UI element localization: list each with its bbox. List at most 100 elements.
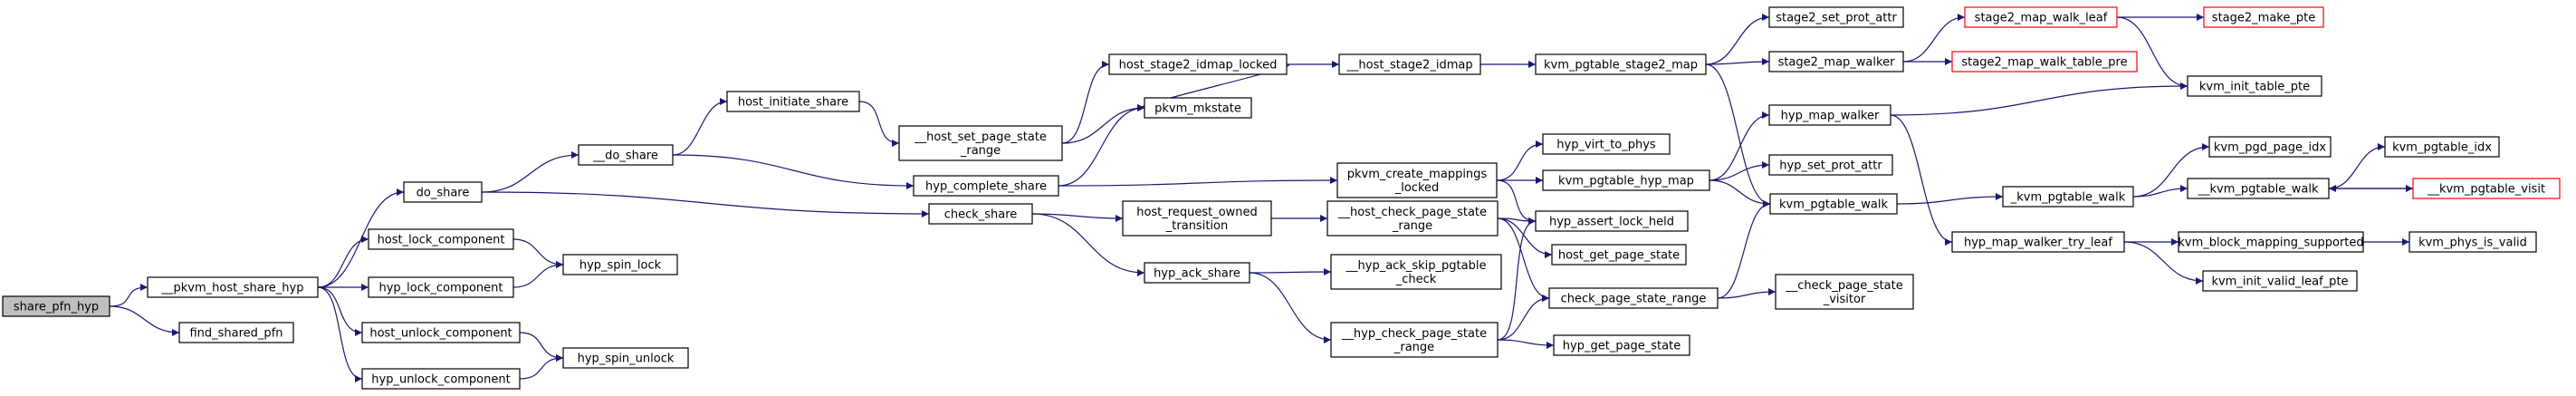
node-pkvm_create_mappings_locked[interactable]: pkvm_create_mappings_locked [1336, 162, 1498, 198]
node-label-hyp_check_page_state_range-0: __hyp_check_page_state [1341, 327, 1487, 341]
node-box-check_page_state_visitor [1775, 274, 1914, 310]
node-box-hyp_map_walker [1768, 104, 1891, 126]
node-host_stage2_idmap_locked[interactable]: host_stage2_idmap_locked [1108, 53, 1288, 75]
node-kvm_phys_is_valid[interactable]: kvm_phys_is_valid [2408, 231, 2537, 253]
node-box-kvm_block_mapping_supported [2178, 231, 2364, 253]
edge-stage2_map_walk_leaf-to-kvm_init_table_pte [2116, 16, 2188, 90]
node-kvm_pgd_page_idx[interactable]: kvm_pgd_page_idx [2208, 136, 2332, 158]
node-hyp_set_prot_attr[interactable]: hyp_set_prot_attr [1768, 154, 1893, 176]
node-hyp_complete_share[interactable]: hyp_complete_share [913, 175, 1059, 197]
node-hyp_assert_lock_held[interactable]: hyp_assert_lock_held [1535, 210, 1689, 232]
node-box-hyp_virt_to_phys [1542, 133, 1671, 155]
node-host_request_owned_transition[interactable]: host_request_owned_transition [1122, 200, 1272, 237]
node-find_shared_pfn[interactable]: find_shared_pfn [178, 322, 294, 343]
node-kvm_init_valid_leaf_pte[interactable]: kvm_init_valid_leaf_pte [2202, 270, 2358, 292]
node-hyp_spin_unlock[interactable]: hyp_spin_unlock [562, 347, 689, 369]
node-stage2_set_prot_attr[interactable]: stage2_set_prot_attr [1768, 6, 1904, 28]
node-hyp_spin_lock[interactable]: hyp_spin_lock [562, 254, 678, 275]
edge-kvm_pgtable_walk_1-to-kvm_pgd_page_idx [2132, 143, 2210, 198]
node-host_check_page_state_range[interactable]: __host_check_page_state_range [1326, 200, 1499, 237]
node-box-hyp_check_page_state_range [1330, 322, 1499, 358]
node-hyp_unlock_component[interactable]: hyp_unlock_component [361, 368, 521, 390]
node-check_share[interactable]: check_share [928, 203, 1033, 225]
node-stage2_map_walker[interactable]: stage2_map_walker [1768, 51, 1904, 72]
node-do_share[interactable]: do_share [403, 181, 483, 203]
node-kvm_pgtable_walk_2[interactable]: __kvm_pgtable_walk [2187, 178, 2330, 199]
node-box-host_initiate_share [726, 91, 860, 112]
node-box-host_unlock_component [361, 322, 521, 343]
node-hyp_lock_component[interactable]: hyp_lock_component [368, 276, 514, 298]
node-label-hyp_unlock_component-0: hyp_unlock_component [371, 373, 510, 387]
node-kvm_pgtable_walk[interactable]: kvm_pgtable_walk [1769, 193, 1898, 215]
edge-kvm_pgtable_stage2_map-to-stage2_map_walker [1705, 58, 1770, 66]
node-label-hyp_lock_component-0: hyp_lock_component [379, 282, 503, 295]
edge-check_share-to-host_request_owned_transition [1031, 213, 1124, 222]
edge-kvm_pgtable_walk-to-kvm_pgtable_walk_1 [1896, 193, 2004, 205]
node-box-stage2_make_pte [2203, 6, 2324, 28]
node-do_share_inner[interactable]: __do_share [578, 144, 674, 166]
node-host_initiate_share[interactable]: host_initiate_share [726, 91, 860, 112]
node-label-pkvm_create_mappings_locked-1: _locked [1394, 181, 1440, 195]
node-label-hyp_assert_lock_held-0: hyp_assert_lock_held [1549, 216, 1674, 229]
node-label-stage2_map_walk_leaf-0: stage2_map_walk_leaf [1975, 12, 2108, 25]
edge-hyp_map_walker-to-hyp_map_walker_try_leaf [1890, 114, 1953, 246]
node-box-kvm_pgtable_stage2_map [1535, 53, 1707, 75]
node-kvm_pgtable_hyp_map[interactable]: kvm_pgtable_hyp_map [1542, 169, 1710, 191]
node-hyp_check_page_state_range[interactable]: __hyp_check_page_state_range [1330, 322, 1499, 358]
node-check_page_state_visitor[interactable]: __check_page_state_visitor [1775, 274, 1914, 310]
node-check_page_state_range[interactable]: check_page_state_range [1548, 287, 1719, 309]
node-hyp_map_walker_try_leaf[interactable]: hyp_map_walker_try_leaf [1951, 231, 2125, 253]
node-kvm_block_mapping_supported[interactable]: kvm_block_mapping_supported [2178, 231, 2364, 253]
node-box-kvm_pgtable_walk_2 [2187, 178, 2330, 199]
edge-kvm_pgtable_stage2_map-to-kvm_pgtable_walk [1705, 63, 1771, 208]
node-stage2_map_walk_leaf[interactable]: stage2_map_walk_leaf [1964, 6, 2118, 28]
node-label-kvm_pgtable_walk_1-0: _kvm_pgtable_walk [2010, 191, 2126, 205]
node-box-kvm_pgtable_walk_1 [2002, 186, 2134, 208]
node-box-kvm_pgtable_walk [1769, 193, 1898, 215]
node-share_pfn_hyp[interactable]: share_pfn_hyp [2, 295, 110, 317]
node-label-pkvm_host_share_hyp-0: __pkvm_host_share_hyp [161, 282, 304, 295]
node-label-kvm_phys_is_valid-0: kvm_phys_is_valid [2418, 237, 2527, 250]
node-kvm_pgtable_idx[interactable]: kvm_pgtable_idx [2384, 136, 2500, 158]
node-host_lock_component[interactable]: host_lock_component [368, 228, 514, 250]
node-host_unlock_component[interactable]: host_unlock_component [361, 322, 521, 343]
edge-pkvm_create_mappings_locked-to-hyp_assert_lock_held [1496, 179, 1537, 225]
node-box-pkvm_create_mappings_locked [1336, 162, 1498, 198]
node-label-host_set_page_state_range-0: __host_set_page_state [914, 130, 1047, 144]
node-label-check_page_state_visitor-0: __check_page_state [1785, 279, 1902, 293]
node-hyp_ack_skip_pgtable_check[interactable]: __hyp_ack_skip_pgtable_check [1330, 254, 1502, 290]
node-hyp_virt_to_phys[interactable]: hyp_virt_to_phys [1542, 133, 1671, 155]
edge-pkvm_host_share_hyp-to-host_unlock_component [317, 286, 363, 336]
node-label-hyp_set_prot_attr-0: hyp_set_prot_attr [1779, 159, 1882, 173]
edge-hyp_complete_share-to-pkvm_create_mappings_locked [1058, 177, 1338, 187]
node-host_stage2_idmap[interactable]: __host_stage2_idmap [1338, 53, 1481, 75]
node-hyp_ack_share[interactable]: hyp_ack_share [1144, 262, 1250, 284]
node-label-stage2_set_prot_attr-0: stage2_set_prot_attr [1776, 12, 1897, 25]
edge-host_set_page_state_range-to-pkvm_mkstate [1061, 104, 1145, 144]
node-stage2_make_pte[interactable]: stage2_make_pte [2203, 6, 2324, 28]
node-kvm_pgtable_stage2_map[interactable]: kvm_pgtable_stage2_map [1535, 53, 1707, 75]
node-host_get_page_state[interactable]: host_get_page_state [1551, 244, 1687, 266]
node-host_set_page_state_range[interactable]: __host_set_page_state_range [898, 125, 1063, 161]
node-kvm_pgtable_visit[interactable]: __kvm_pgtable_visit [2412, 178, 2561, 199]
node-box-pkvm_host_share_hyp [147, 276, 319, 298]
node-hyp_map_walker[interactable]: hyp_map_walker [1768, 104, 1891, 126]
node-label-host_stage2_idmap_locked-0: host_stage2_idmap_locked [1119, 59, 1278, 72]
node-box-hyp_spin_lock [562, 254, 678, 275]
node-box-check_page_state_range [1548, 287, 1719, 309]
node-hyp_get_page_state[interactable]: hyp_get_page_state [1553, 334, 1690, 356]
node-box-pkvm_mkstate [1144, 97, 1252, 119]
node-label-kvm_pgd_page_idx-0: kvm_pgd_page_idx [2214, 141, 2326, 155]
edges-layer [109, 14, 2413, 382]
node-stage2_map_walk_table_pre[interactable]: stage2_map_walk_table_pre [1951, 51, 2138, 72]
node-label-host_check_page_state_range-0: __host_check_page_state [1337, 206, 1487, 219]
node-kvm_init_table_pte[interactable]: kvm_init_table_pte [2187, 75, 2322, 97]
node-box-hyp_assert_lock_held [1535, 210, 1689, 232]
node-pkvm_host_share_hyp[interactable]: __pkvm_host_share_hyp [147, 276, 319, 298]
edge-kvm_pgtable_hyp_map-to-hyp_map_walker [1709, 111, 1770, 181]
node-kvm_pgtable_walk_1[interactable]: _kvm_pgtable_walk [2002, 186, 2134, 208]
node-label-kvm_pgtable_hyp_map-0: kvm_pgtable_hyp_map [1558, 175, 1694, 188]
node-label-host_lock_component-0: host_lock_component [378, 234, 505, 247]
node-label-kvm_pgtable_walk-0: kvm_pgtable_walk [1779, 198, 1889, 212]
node-pkvm_mkstate[interactable]: pkvm_mkstate [1144, 97, 1252, 119]
